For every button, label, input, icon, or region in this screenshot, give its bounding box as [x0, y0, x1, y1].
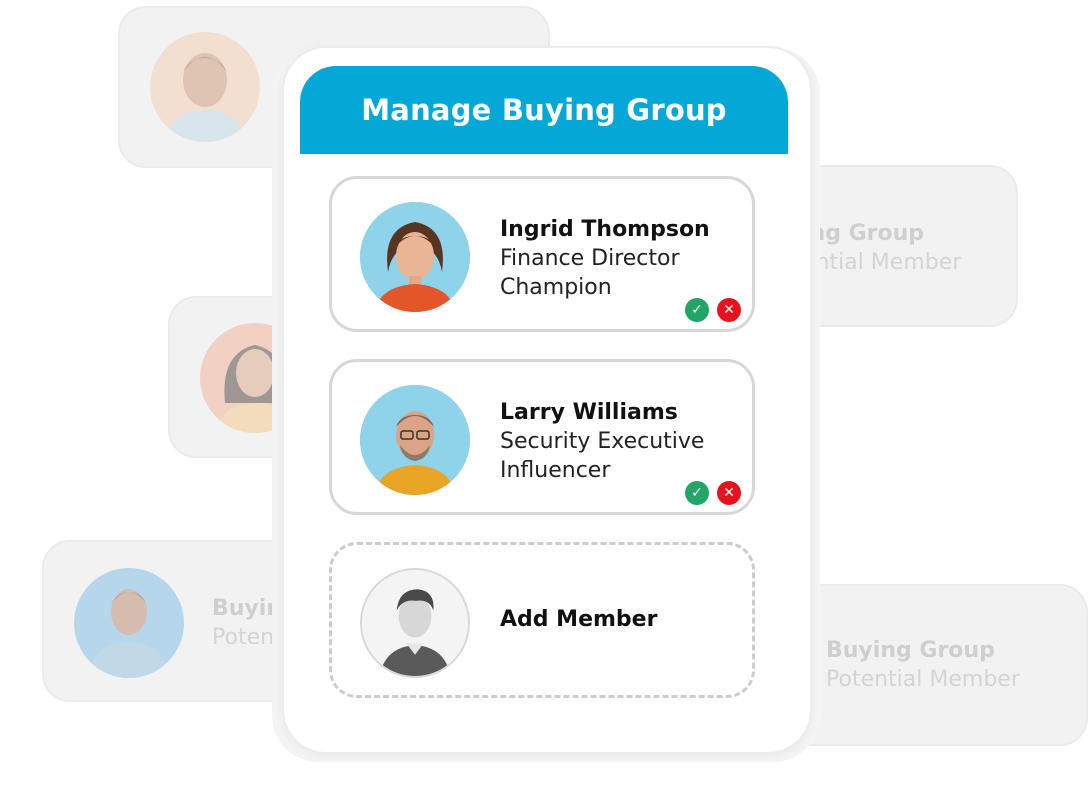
reject-button[interactable]: ✕: [717, 298, 741, 322]
background-card-title: ing Group: [802, 221, 925, 246]
background-card-bottom-right: Buying Group Potential Member: [770, 584, 1088, 746]
member-role: Security Executive: [500, 429, 705, 454]
close-icon: ✕: [723, 485, 735, 501]
add-member-label: Add Member: [500, 607, 658, 632]
background-card-bottom-left: Buyin Poten: [42, 540, 306, 702]
reject-button[interactable]: ✕: [717, 481, 741, 505]
avatar: [150, 32, 260, 142]
background-card-title: Buying Group: [826, 638, 995, 663]
close-icon: ✕: [723, 302, 735, 318]
background-card-title: Buyin: [212, 596, 282, 621]
avatar: [360, 385, 470, 495]
panel-header: Manage Buying Group: [300, 66, 788, 154]
avatar: [360, 202, 470, 312]
approve-button[interactable]: ✓: [685, 298, 709, 322]
member-name: Ingrid Thompson: [500, 217, 710, 242]
member-card[interactable]: Ingrid Thompson Finance Director Champio…: [329, 176, 755, 332]
add-member-button[interactable]: Add Member: [329, 542, 755, 698]
page-title: Manage Buying Group: [361, 93, 727, 127]
person-placeholder-icon: [360, 568, 470, 678]
check-icon: ✓: [691, 485, 703, 501]
background-card-subtitle: Potential Member: [826, 667, 1020, 692]
member-type: Influencer: [500, 458, 611, 483]
check-icon: ✓: [691, 302, 703, 318]
background-card-subtitle: Poten: [212, 625, 275, 650]
avatar: [74, 568, 184, 678]
member-type: Champion: [500, 275, 612, 300]
member-name: Larry Williams: [500, 400, 678, 425]
member-card[interactable]: Larry Williams Security Executive Influe…: [329, 359, 755, 515]
member-role: Finance Director: [500, 246, 680, 271]
approve-button[interactable]: ✓: [685, 481, 709, 505]
background-card-subtitle: ential Member: [802, 250, 962, 275]
